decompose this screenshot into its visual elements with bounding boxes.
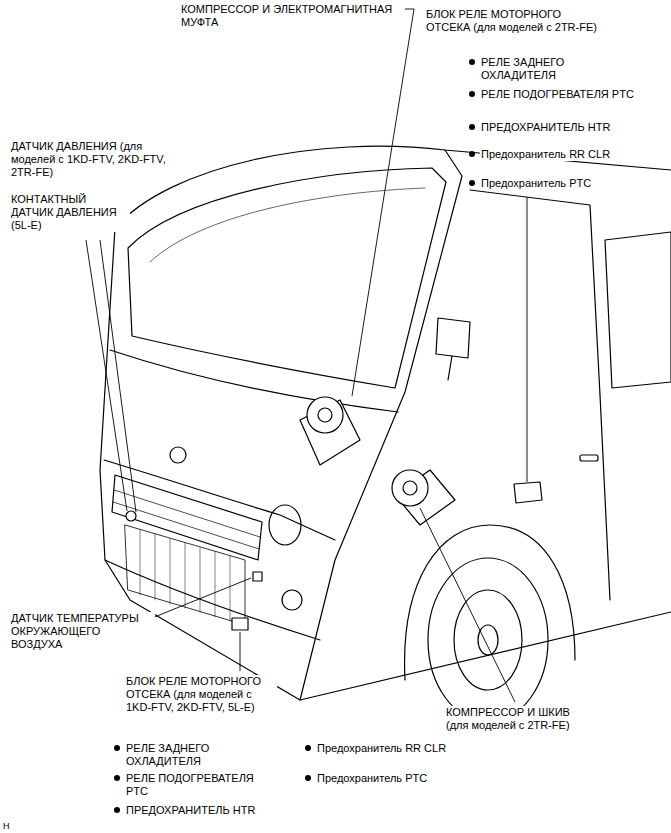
list-item: РЕЛЕ ЗАДНЕГО ОХЛАДИТЕЛЯ [480,56,610,82]
list-item: РЕЛЕ ПОДОГРЕВАТЕЛЯ PTC [125,772,275,798]
list-item: РЕЛЕ ПОДОГРЕВАТЕЛЯ PTC [480,88,668,101]
leader-lines [86,9,527,702]
list-item: Предохранитель RR CLR [480,148,665,161]
part-label: ДАТЧИК ТЕМПЕРАТУРЫ ОКРУЖАЮЩЕГО ВОЗДУХА [10,612,155,651]
part-label: КОМПРЕССОР И ШКИВ (для моделей с 2TR-FE) [445,706,583,732]
relay-block-label: БЛОК РЕЛЕ МОТОРНОГО ОТСЕКА (для моделей … [125,675,277,714]
part-label: КОМПРЕССОР И ЭЛЕКТРОМАГНИТНАЯ МУФТА [180,3,405,29]
list-item: РЕЛЕ ЗАДНЕГО ОХЛАДИТЕЛЯ [125,742,275,768]
list-item: Предохранитель PTC [480,177,665,190]
list-item: Предохранитель PTC [316,772,466,785]
list-item: Предохранитель RR CLR [316,742,466,755]
list-item: ПРЕДОХРАНИТЕЛЬ HTR [125,804,275,817]
relay-block-label: БЛОК РЕЛЕ МОТОРНОГО ОТСЕКА (для моделей … [425,8,605,34]
figure-code: H [2,821,22,832]
part-label: КОНТАКТНЫЙ ДАТЧИК ДАВЛЕНИЯ (5L-E) [10,193,130,232]
list-item: ПРЕДОХРАНИТЕЛЬ HTR [480,121,665,134]
part-label: ДАТЧИК ДАВЛЕНИЯ (для моделей с 1KD-FTV, … [10,140,175,179]
